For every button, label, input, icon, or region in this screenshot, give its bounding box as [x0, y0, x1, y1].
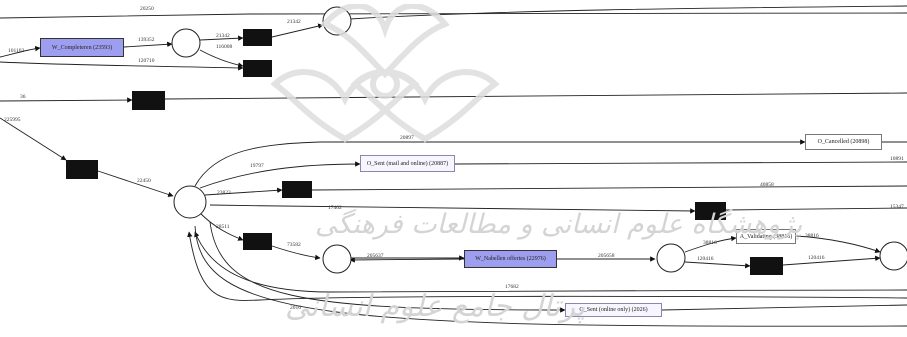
edge-onl-right — [661, 304, 907, 311]
edge-c3-b6 — [199, 212, 244, 241]
edge-left-36 — [0, 97, 133, 103]
edge-a-c1 — [123, 41, 173, 48]
gateway-circle-4 — [322, 244, 352, 274]
edge-label: 205637 — [367, 253, 384, 259]
edge-label: 28511 — [216, 224, 230, 230]
edge-c5-aval — [684, 235, 737, 253]
edge-label: 15347 — [890, 204, 904, 210]
edge-c2-right — [349, 5, 907, 20]
edge-bl-right — [164, 92, 907, 100]
edge-b4-right — [311, 185, 907, 191]
edge-return-1 — [194, 231, 907, 293]
gateway-circle-3 — [173, 185, 207, 219]
edge-label: 22450 — [137, 178, 151, 184]
gateway-circle-1 — [171, 28, 201, 58]
activity-customer-order[interactable]: W_Completeren (23593) — [40, 38, 124, 57]
edge-label: 21342 — [216, 33, 230, 39]
activity-a-validating[interactable]: A_Validating (38816) — [736, 229, 796, 244]
edge-label: 20897 — [400, 135, 414, 141]
edge-mid-b5 — [209, 204, 696, 214]
edge-label: 101102 — [8, 48, 25, 54]
gateway-circle-6 — [879, 241, 907, 271]
edge-b5-right — [725, 207, 907, 211]
activity-box-b1 — [243, 29, 272, 46]
activity-o-cancelled[interactable]: O_Cancelled (20898) — [805, 134, 882, 150]
edge-top-b — [0, 45, 41, 58]
edge-label: 120710 — [138, 58, 155, 64]
edge-c1-b1 — [199, 35, 244, 41]
activity-box-b6 — [243, 233, 272, 250]
gateway-circle-5 — [656, 243, 686, 273]
edge-label: 139352 — [138, 37, 155, 43]
activity-o-sent-mail-online[interactable]: O_Sent (mail and online) (20887) — [360, 155, 455, 172]
edge-label: 17402 — [328, 205, 342, 211]
edge-label: 19797 — [250, 163, 264, 169]
activity-o-sent-online-only[interactable]: O_Sent (online only) (2026) — [565, 303, 662, 317]
activity-w-nabellen-offertes[interactable]: W_Nabellen offertes (22976) — [464, 250, 557, 268]
edge-osent-right — [454, 161, 907, 165]
edge-label: 17682 — [505, 284, 519, 290]
edge-bl1-c3 — [97, 170, 174, 198]
activity-box-bl — [132, 91, 165, 110]
edge-label: 20250 — [140, 6, 154, 12]
edge-c3-b4 — [204, 187, 283, 196]
edge-bottom-long — [194, 225, 907, 327]
activity-box-b5 — [695, 202, 726, 220]
edge-c5-b7 — [684, 261, 751, 269]
activity-box-b4 — [282, 181, 312, 198]
edge-label: 120416 — [697, 256, 714, 262]
activity-box-b2 — [243, 60, 272, 77]
edge-b6-c4 — [271, 245, 321, 261]
edge-label: 225995 — [4, 117, 21, 123]
edge-label: 38816 — [805, 233, 819, 239]
edge-label: 73582 — [287, 242, 301, 248]
edge-label: 40858 — [760, 182, 774, 188]
edge-label: 23823 — [217, 190, 231, 196]
edge-onl-in — [209, 221, 566, 313]
edge-label: 38816 — [703, 240, 717, 246]
edge-label: 205658 — [598, 253, 615, 259]
edge-label: 120416 — [808, 255, 825, 261]
edge-top-a — [0, 12, 907, 19]
edge-wn-c4 — [349, 257, 465, 263]
edge-in-b2 — [0, 61, 244, 71]
gateway-circle-2 — [322, 6, 352, 36]
edge-label: 21342 — [287, 19, 301, 25]
edge-label: 10891 — [890, 156, 904, 162]
edge-label: 36 — [20, 94, 26, 100]
edge-b7-c6 — [782, 255, 881, 266]
edge-b1-c2 — [271, 23, 324, 38]
edge-return-2 — [187, 231, 907, 301]
edge-c1-b2 — [199, 49, 244, 68]
edge-left-diag — [0, 117, 67, 161]
activity-box-bl1 — [66, 160, 98, 179]
edge-c3-osent — [199, 161, 361, 189]
edge-aval-c6 — [795, 235, 881, 253]
edge-label: 2016 — [290, 305, 301, 311]
activity-box-b7 — [750, 257, 783, 275]
edge-label: 116008 — [216, 44, 233, 50]
